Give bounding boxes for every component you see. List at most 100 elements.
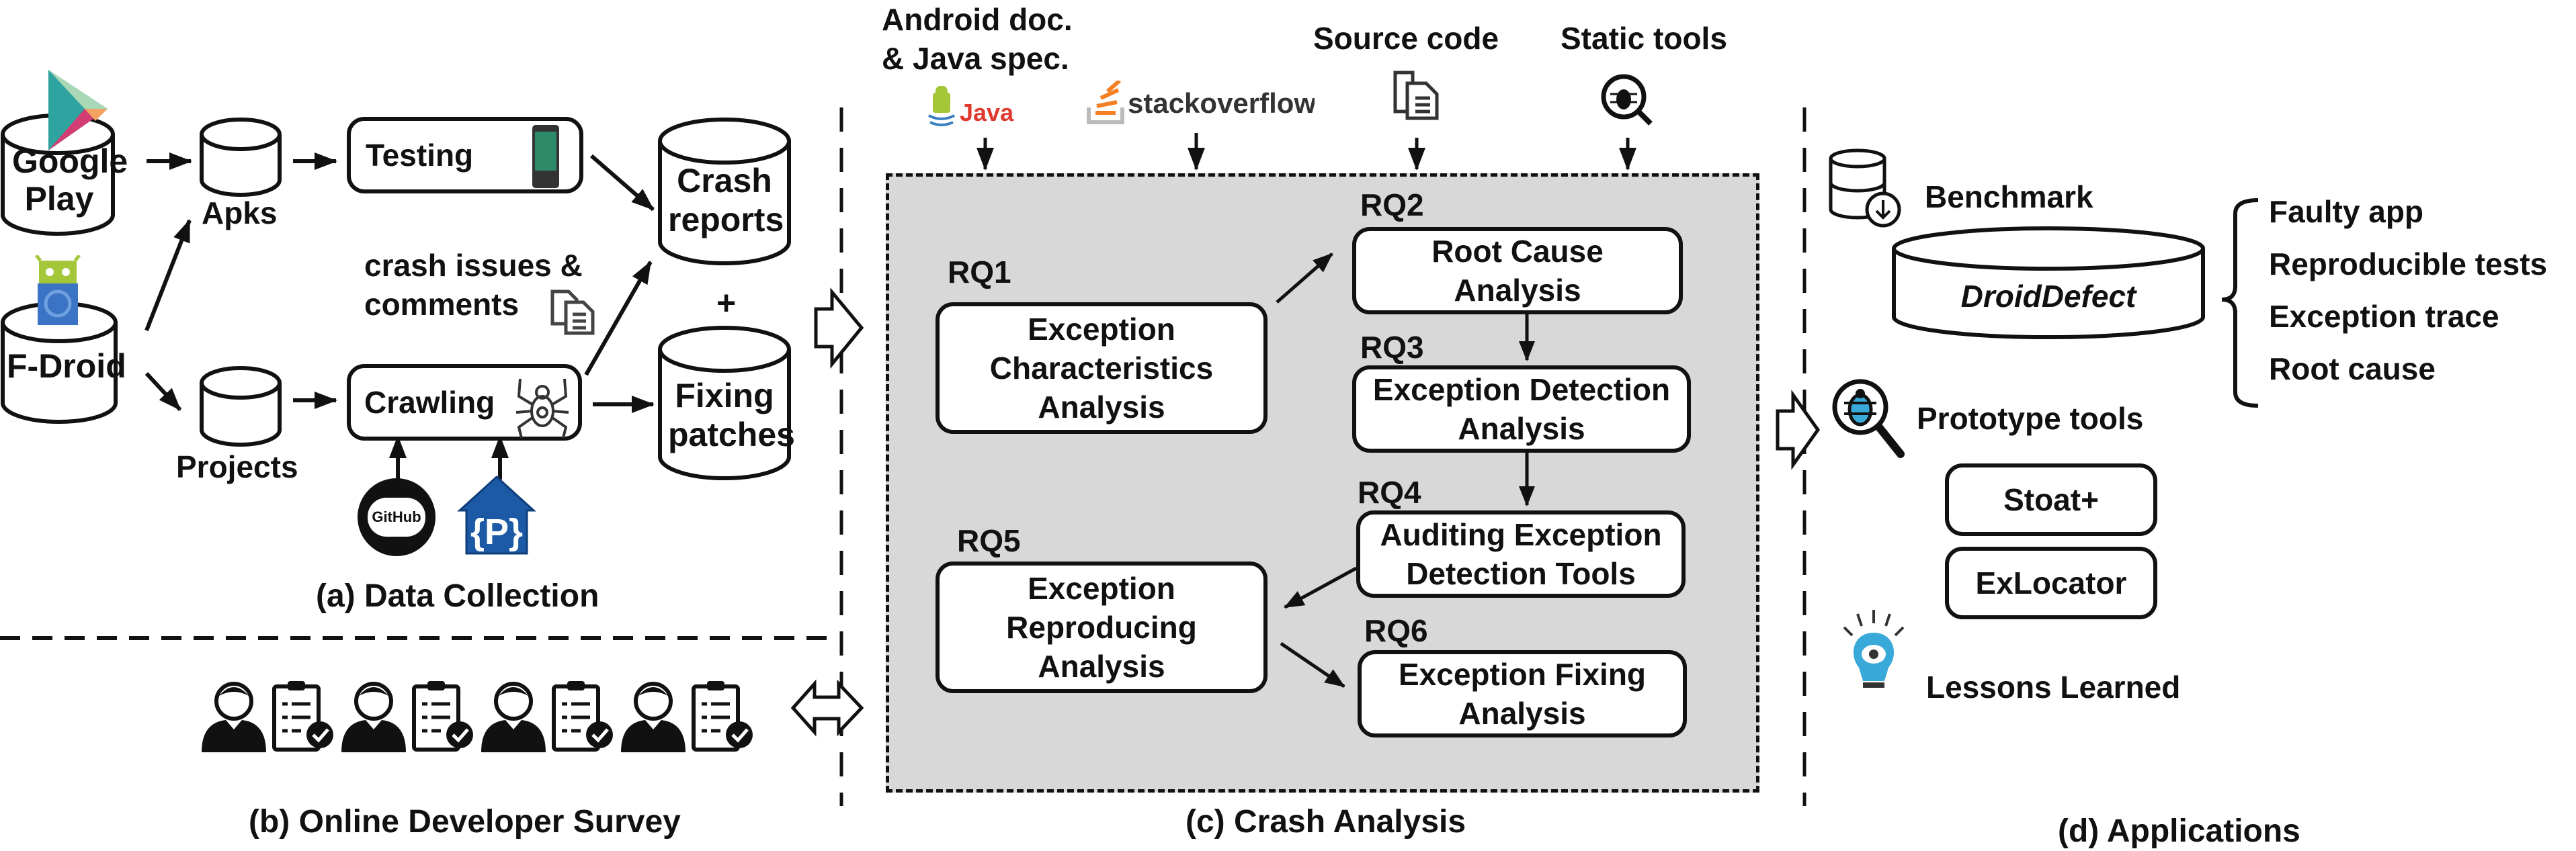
bug-magnifier-icon [1829,376,1910,467]
brace [2221,198,2259,408]
input-android-doc-label: Android doc. & Java spec. [882,0,1073,78]
apks-label: Apks [202,195,278,230]
rq5-line: Reproducing [1006,610,1197,645]
google-play-label: Google Play [12,142,128,218]
double-arrow-survey [790,679,864,737]
crash-reports-label: Crash reports [668,161,784,239]
testing-label: Testing [366,138,474,173]
rq1-label: RQ1 [948,255,1011,289]
survey-participants [199,678,758,756]
rq6-line: Exception Fixing [1398,657,1647,692]
rq4-line: Detection Tools [1406,556,1636,591]
person-icon [199,678,269,756]
benchmark-db-download-icon [1827,145,1907,232]
rq6-label: RQ6 [1364,613,1428,648]
input-static-tools-label: Static tools [1561,21,1727,56]
spider-icon [513,372,571,448]
tool-stoat-plus-label: Stoat+ [2003,482,2099,517]
rq3-line: Exception Detection [1372,372,1671,407]
fixing-patches-line-1: Fixing [675,377,774,414]
checklist-icon [269,678,339,756]
bug-search-icon [1599,73,1657,132]
lessons-learned-label: Lessons Learned [1926,670,2181,705]
prototype-tools-label: Prototype tools [1917,401,2144,436]
person-icon [479,678,548,756]
github-text: GitHub [368,498,425,537]
java-text: Java [960,99,1014,126]
rq3-line: Analysis [1458,411,1585,446]
benchmark-items: Faulty app Reproducible tests Exception … [2269,185,2547,395]
fixing-patches-label: Fixing patches [668,376,795,454]
overflow-text: overflow [1200,87,1315,119]
google-play-line-1: Google [12,142,128,180]
rq2-line: Analysis [1454,273,1581,308]
crash-reports-line-1: Crash [677,162,772,199]
hollow-arrow-into-analysis [814,287,864,369]
svg-text:stackoverflow: stackoverflow [1128,87,1315,119]
fdroid-logo [34,254,82,332]
crawling-label: Crawling [364,385,495,420]
benchmark-label: Benchmark [1925,179,2093,214]
input-source-code-label: Source code [1313,21,1499,56]
source-code-documents-icon [1393,70,1441,124]
caption-survey: (b) Online Developer Survey [249,804,681,840]
rq2-line: Root Cause [1431,234,1604,269]
phabricator-text: {P} [470,512,523,552]
apks-db [200,118,282,197]
rq1-line: Characteristics [989,351,1214,386]
phone-icon [532,125,559,188]
tool-exlocator-label: ExLocator [1975,566,2127,600]
rq5-label: RQ5 [957,523,1021,558]
stack-text: stack [1128,87,1200,119]
caption-crash-analysis: (c) Crash Analysis [1186,804,1466,840]
checklist-icon [548,678,618,756]
fixing-patches-db [658,326,791,480]
google-play-line-2: Play [24,180,94,218]
android-doc-line-2: & Java spec. [882,41,1069,76]
hollow-arrow-to-applications [1776,390,1821,470]
person-icon [618,678,688,756]
plus-sign: + [716,284,737,322]
benchmark-item: Root cause [2269,351,2436,386]
stackoverflow-icon: stackoverflow [1086,79,1316,131]
caption-data-collection: (a) Data Collection [316,578,599,614]
projects-label: Projects [176,449,298,484]
testing-box: Testing [347,117,583,193]
rq1-line: Exception [1028,312,1175,347]
rq5-line: Exception [1028,571,1175,606]
fdroid-label: F-Droid [7,347,126,385]
documents-icon [550,289,597,339]
person-icon [339,678,409,756]
phabricator-icon: {P} [457,474,536,559]
benchmark-item: Exception trace [2269,299,2499,334]
rq6-line: Analysis [1458,696,1586,731]
github-icon: GitHub [358,478,435,556]
google-play-logo [44,67,112,158]
crawling-box: Crawling [347,364,582,441]
rq5-line: Analysis [1038,649,1165,684]
checklist-icon [688,678,758,756]
benchmark-item: Reproducible tests [2269,247,2548,281]
caption-applications: (d) Applications [2058,813,2300,849]
rq4-line: Auditing Exception [1380,517,1662,552]
rq3-label: RQ3 [1360,330,1424,365]
rq4-label: RQ4 [1358,475,1421,510]
android-doc-line-1: Android doc. [882,2,1073,37]
checklist-icon [409,678,479,756]
rq1-line: Analysis [1038,390,1165,424]
benchmark-item: Faulty app [2269,194,2424,229]
droiddefect-label: DroidDefect [1960,279,2136,314]
tool-stoat-plus: Stoat+ [1945,463,2157,536]
crash-reports-line-2: reports [668,201,784,238]
crash-reports-db [658,118,791,265]
projects-db [200,366,282,447]
crash-issues-label: crash issues & comments [364,246,583,324]
android-java-icon: Java [925,85,1026,134]
